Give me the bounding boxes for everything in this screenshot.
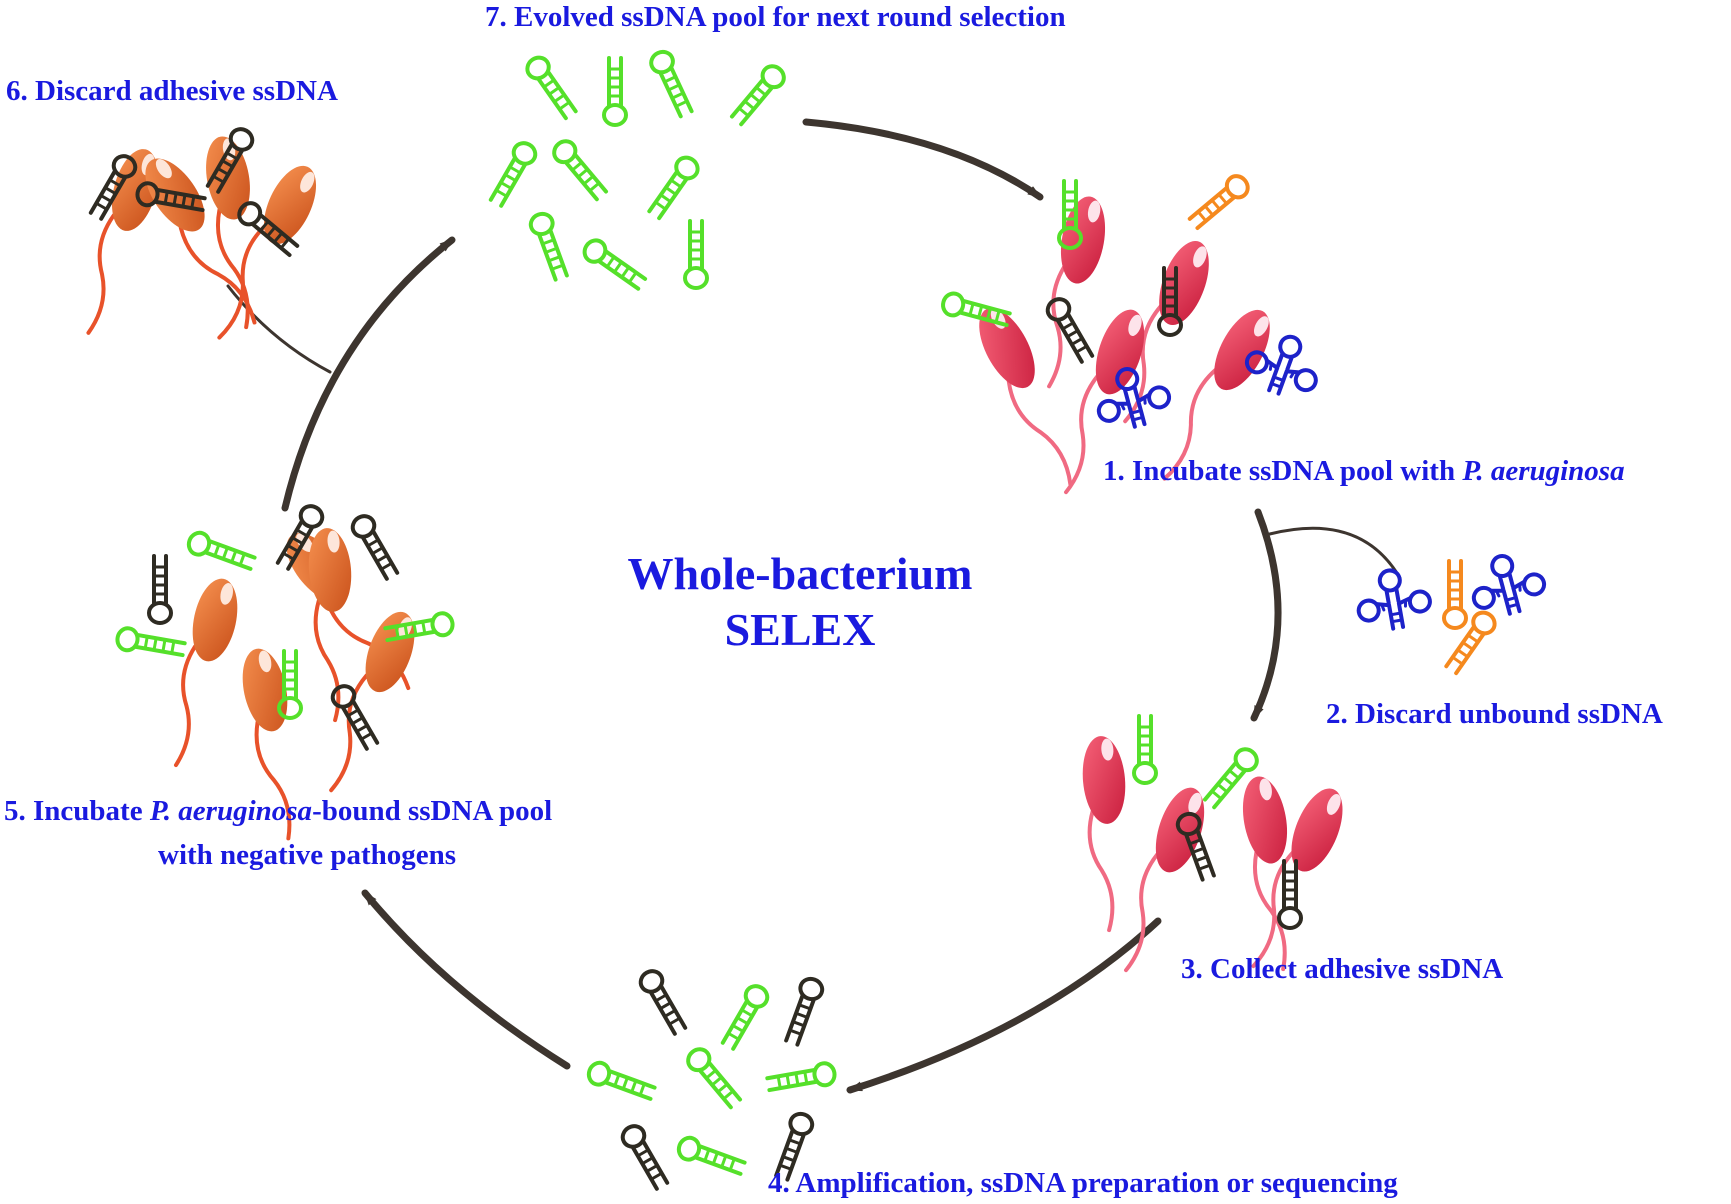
step-5-suffix: -bound ssDNA pool	[312, 795, 553, 827]
step-2-label: 2. Discard unbound ssDNA	[1326, 698, 1663, 730]
step-5-label-line2: with negative pathogens	[158, 839, 457, 871]
step-5-prefix: 5. Incubate	[4, 795, 150, 827]
center-title: Whole-bacterium SELEX	[580, 546, 1020, 658]
step-6-label: 6. Discard adhesive ssDNA	[6, 75, 338, 107]
cycle-arrow-icon	[281, 118, 1282, 1094]
step-5-italic: P. aeruginosa	[149, 795, 313, 827]
center-title-line1: Whole-bacterium	[627, 548, 973, 599]
evolved-pool-aptamers	[484, 46, 791, 295]
step-5-label: 5. Incubate P. aeruginosa-bound ssDNA po…	[4, 794, 552, 828]
target-bacteria-group	[938, 169, 1330, 504]
unbound-aptamers	[1350, 545, 1552, 678]
branch-line	[226, 284, 1402, 580]
discarded-adhesive-group	[73, 123, 329, 352]
collected-bacteria-group	[1077, 714, 1355, 982]
center-title-line2: SELEX	[724, 604, 876, 655]
step-4-label: 4. Amplification, ssDNA preparation or s…	[768, 1167, 1398, 1199]
negative-pathogen-group	[113, 500, 457, 844]
amplified-aptamers	[583, 965, 839, 1194]
step-1-label: 1. Incubate ssDNA pool with P. aeruginos…	[1103, 454, 1625, 488]
step-1-italic: P. aeruginosa	[1462, 455, 1625, 487]
step-7-label: 7. Evolved ssDNA pool for next round sel…	[485, 1, 1066, 33]
step-3-label: 3. Collect adhesive ssDNA	[1181, 953, 1504, 985]
step-1-prefix: 1. Incubate ssDNA pool with	[1103, 455, 1463, 487]
